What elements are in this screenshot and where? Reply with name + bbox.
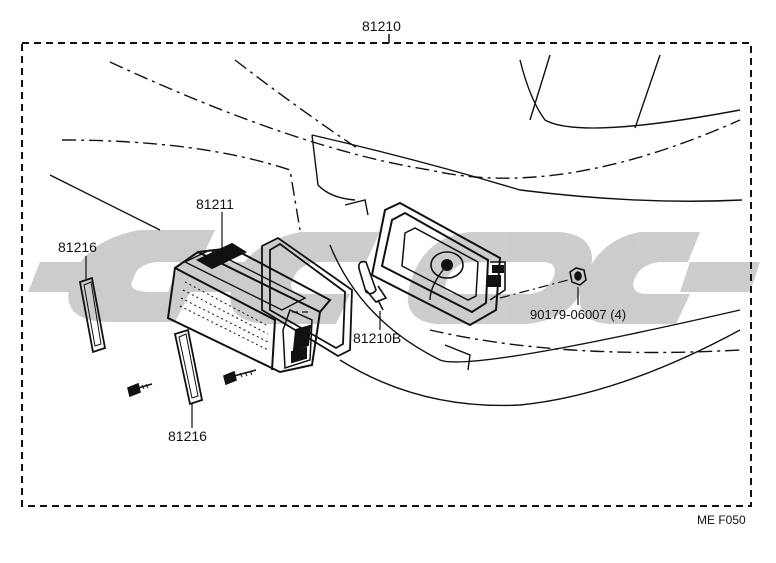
watermark-c-2 (230, 232, 380, 324)
fastener-leader (499, 279, 569, 299)
label-assembly: 81210 (362, 18, 401, 34)
bulb-icon (358, 260, 388, 311)
cover-bottom (173, 328, 204, 406)
lamp-housing (370, 201, 506, 327)
watermark-bar-2 (168, 262, 300, 292)
label-cover-bottom: 81216 (168, 428, 207, 444)
screw-icon-2 (223, 369, 257, 386)
assembly-boundary (21, 42, 752, 507)
vehicle-body-outline (49, 54, 743, 407)
watermark-c-3 (579, 232, 700, 324)
watermark-logo (28, 230, 760, 324)
drawing-code: ME F050 (697, 513, 746, 527)
gasket-frame (261, 236, 353, 358)
screw-icon (127, 382, 153, 398)
label-fastener: 90179-06007 (4) (530, 307, 627, 322)
label-cover-left: 81216 (58, 239, 97, 255)
fastener-nut-icon (569, 267, 587, 286)
watermark-bar-3 (680, 262, 760, 292)
label-bulb: 81210B (353, 330, 402, 346)
label-fog-lamp-unit: 81211 (196, 196, 234, 212)
cover-left (78, 276, 107, 354)
watermark-c-1 (68, 230, 215, 322)
watermark-bar-1 (28, 262, 140, 292)
watermark-o (407, 232, 592, 324)
fog-lamp-unit (166, 242, 332, 374)
